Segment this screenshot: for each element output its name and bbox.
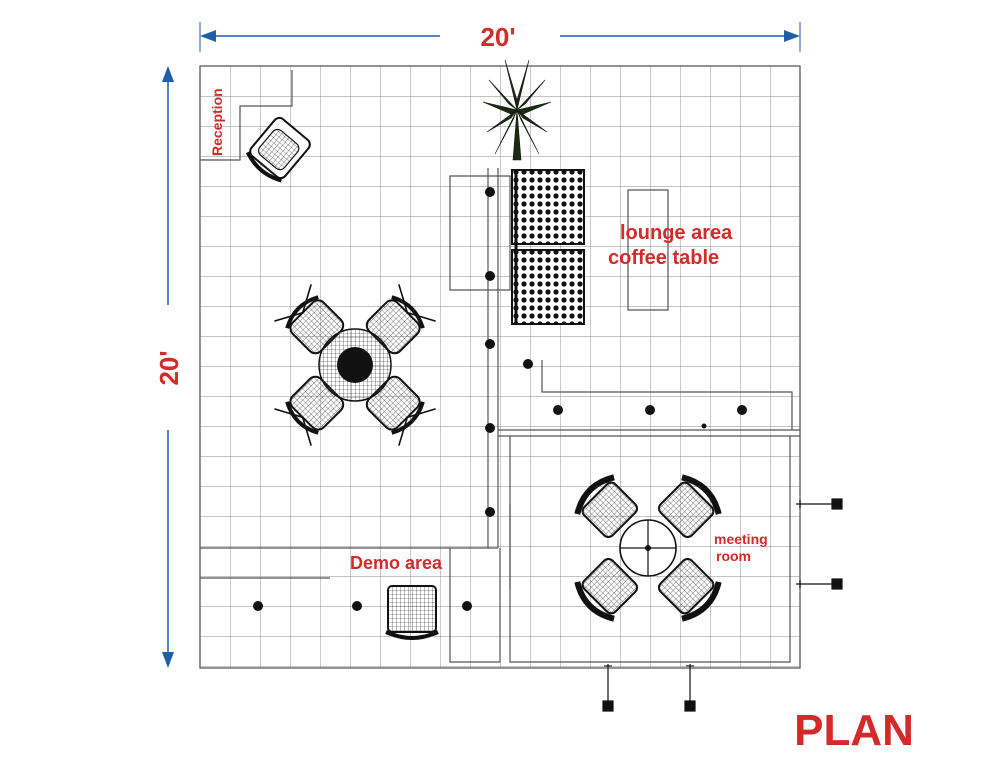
width-label: 20': [480, 22, 515, 52]
spotlight-icon: [684, 664, 696, 712]
post-icon: [485, 187, 495, 197]
meeting-table-group: [574, 474, 722, 622]
chair-icon: [245, 116, 311, 183]
arrow-right-icon: [784, 30, 800, 42]
post-icon: [523, 359, 533, 369]
round-table-group: [274, 284, 436, 446]
depth-dimension: 20': [154, 66, 184, 668]
post-icon: [485, 423, 495, 433]
spotlight-icon: [796, 498, 843, 510]
post-icon: [352, 601, 362, 611]
depth-label: 20': [154, 350, 184, 385]
demo-area-label: Demo area: [350, 553, 443, 573]
meeting-room-label-line2: room: [716, 548, 751, 564]
post-icon: [485, 507, 495, 517]
plant-icon: [482, 59, 552, 161]
chair-icon: [574, 474, 639, 539]
lounge-area-label: lounge area: [620, 222, 733, 244]
coffee-table-label: coffee table: [608, 247, 719, 269]
post-icon: [253, 601, 263, 611]
post-icons: [253, 187, 747, 611]
post-icon: [737, 405, 747, 415]
post-icon: [485, 339, 495, 349]
chair-icon: [385, 585, 439, 640]
reception-label: Reception: [209, 88, 225, 156]
arrow-left-icon: [200, 30, 216, 42]
spotlight-icon: [602, 664, 614, 712]
post-icon: [645, 405, 655, 415]
chair-icon: [657, 474, 722, 539]
width-dimension: 20': [199, 22, 801, 52]
plan-title: PLAN: [794, 706, 914, 755]
arrow-down-icon: [162, 652, 174, 668]
spotlight-icon: [796, 578, 843, 590]
arrow-up-icon: [162, 66, 174, 82]
spotlight-icons: [602, 498, 843, 712]
meeting-room-label-line1: meeting: [714, 531, 768, 547]
chair-icon: [657, 557, 722, 622]
post-icon: [485, 271, 495, 281]
post-icon: [701, 423, 707, 429]
partitions: [200, 70, 800, 663]
post-icon: [462, 601, 472, 611]
chair-icon: [574, 557, 639, 622]
post-icon: [553, 405, 563, 415]
sofa-icon: [511, 169, 585, 325]
